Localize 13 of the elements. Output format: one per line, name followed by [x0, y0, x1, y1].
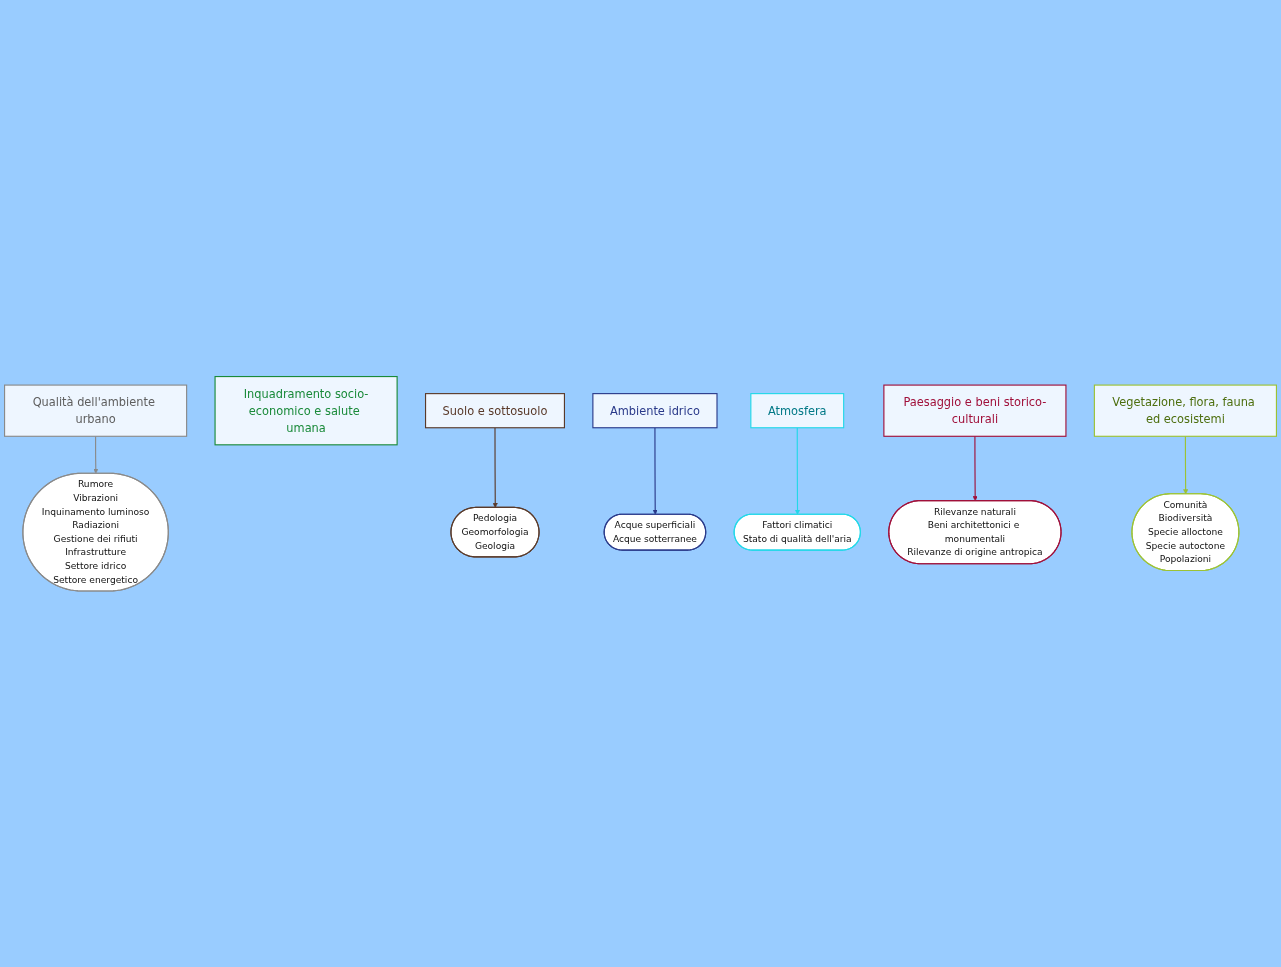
node-box: Ambiente idrico — [592, 392, 718, 429]
node-box: Qualità dell'ambiente urbano — [4, 384, 188, 437]
node-box: Atmosfera — [750, 392, 845, 429]
arrow — [652, 426, 658, 515]
arrow — [972, 435, 978, 501]
node-box: Inquadramento socio-economico e salute umana — [214, 375, 398, 446]
node-box: Vegetazione, flora, fauna ed ecosistemi — [1093, 384, 1277, 437]
arrow — [492, 426, 498, 508]
arrow — [795, 426, 800, 515]
node-box: Paesaggio e beni storico-culturali — [883, 384, 1067, 437]
arrow — [1183, 435, 1189, 494]
node-box: Suolo e sottosuolo — [425, 392, 565, 429]
arrow — [93, 435, 99, 474]
